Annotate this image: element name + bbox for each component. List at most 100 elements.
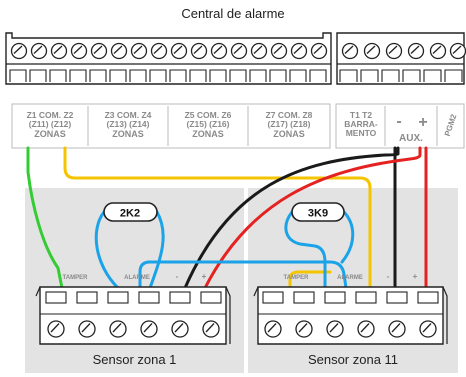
blue-resistor-1-right-lead: [148, 210, 165, 290]
aux-plus-label: +: [418, 114, 427, 131]
sensor-11-minus-label: -: [387, 272, 390, 281]
central-screw-terminal: [290, 42, 308, 60]
resistor-3k9: 3K9: [291, 202, 345, 222]
central-wire-socket: [109, 69, 127, 82]
central-wire-socket: [169, 69, 187, 82]
blue-resistor-2-left-lead: [284, 210, 327, 290]
zone-label-2-line3: ZONAS: [112, 129, 144, 139]
sensor-1-plus-label: +: [202, 272, 207, 281]
zone-label-3-line3: ZONAS: [192, 129, 224, 139]
sensor-screw-terminal: [264, 320, 282, 338]
sensor-screw-terminal: [202, 320, 220, 338]
central-screw-terminal: [30, 42, 48, 60]
central-screw-terminal: [50, 42, 68, 60]
sensor-screw-terminal: [47, 320, 65, 338]
central-wire-socket: [189, 69, 207, 82]
zone-label-4-line3: ZONAS: [273, 129, 305, 139]
central-wire-socket: [269, 69, 287, 82]
zone-label-1-line2: (Z11) (Z12): [29, 119, 72, 129]
central-screw-terminal: [449, 42, 466, 60]
zone-label-2-line1: Z3 COM. Z4: [105, 110, 152, 120]
sensor-zone-1-caption: Sensor zona 1: [92, 352, 177, 367]
zone-label-4-line1: Z7 COM. Z8: [266, 110, 313, 120]
sensor-11-tamper-label: TAMPER: [284, 275, 310, 281]
central-wire-socket: [309, 69, 327, 82]
aux-minus-label: -: [396, 113, 401, 130]
sensor-1-tamper-label: TAMPER: [63, 275, 89, 281]
sensor-wire-socket: [417, 291, 439, 304]
sensor-screw-terminal: [419, 320, 437, 338]
zone-label-1-line1: Z1 COM. Z2: [27, 110, 74, 120]
yellow-jumper-wire: [288, 270, 332, 290]
alarm-central-terminal-block: [5, 32, 466, 85]
central-screw-terminal: [210, 42, 228, 60]
sensor-wire-socket: [76, 291, 98, 304]
central-wire-socket: [89, 69, 107, 82]
central-screw-terminal: [130, 42, 148, 60]
sensor-wire-socket: [355, 291, 377, 304]
sensor-screw-terminal: [140, 320, 158, 338]
central-screw-terminal: [10, 42, 28, 60]
sensor-11-alarme-label: ALARME: [337, 275, 363, 281]
central-screw-terminal: [363, 42, 381, 60]
central-wire-socket: [249, 69, 267, 82]
central-screw-terminal: [429, 42, 447, 60]
sensor-wire-socket: [262, 291, 284, 304]
sensor-screw-terminal: [326, 320, 344, 338]
central-wire-socket: [149, 69, 167, 82]
sensor-wire-socket: [324, 291, 346, 304]
sensor-1-terminal-block: TAMPER ALARME - +: [35, 272, 231, 345]
central-wire-socket: [289, 69, 307, 82]
central-screw-terminal: [170, 42, 188, 60]
zone-label-3-line2: (Z15) (Z16): [187, 119, 230, 129]
wires: [26, 146, 428, 290]
resistor-3k9-label: 3K9: [308, 208, 328, 220]
central-screw-terminal: [90, 42, 108, 60]
blue-resistor-1-left-lead: [94, 210, 120, 290]
central-wire-socket: [129, 69, 147, 82]
sensor-screw-terminal: [78, 320, 96, 338]
central-screw-terminal: [150, 42, 168, 60]
sensor-wire-socket: [45, 291, 67, 304]
sensor-screw-terminal: [295, 320, 313, 338]
barramento-label-line1: T1 T2: [350, 110, 372, 120]
resistor-2k2-label: 2K2: [120, 208, 140, 220]
central-screw-terminal: [110, 42, 128, 60]
sensor-screw-terminal: [357, 320, 375, 338]
red-wire-sensor-1: [203, 146, 422, 290]
sensor-wire-socket: [138, 291, 160, 304]
sensor-screw-terminal: [109, 320, 127, 338]
sensor-11-terminal-block: TAMPER ALARME - +: [253, 272, 448, 345]
central-wire-socket: [423, 69, 442, 82]
zone-label-4-line2: (Z17) (Z18): [268, 119, 311, 129]
sensor-wire-socket: [107, 291, 129, 304]
central-screw-terminal: [341, 42, 359, 60]
zone-label-plate: Z1 COM. Z2 (Z11) (Z12) ZONAS Z3 COM. Z4 …: [11, 103, 465, 149]
central-wire-socket: [381, 69, 400, 82]
sensor-screw-terminal: [388, 320, 406, 338]
central-wire-socket: [444, 69, 463, 82]
central-screw-terminal: [70, 42, 88, 60]
central-screw-terminal: [310, 42, 328, 60]
diagram-title: Central de alarme: [181, 6, 285, 21]
central-wire-socket: [29, 69, 47, 82]
resistor-2k2: 2K2: [103, 202, 158, 222]
sensor-screw-terminal: [171, 320, 189, 338]
sensor-11-plus-label: +: [413, 272, 418, 281]
sensor-wire-socket: [200, 291, 222, 304]
central-screw-terminal: [250, 42, 268, 60]
central-screw-terminal: [230, 42, 248, 60]
sensor-zone-11-caption: Sensor zona 11: [307, 352, 399, 367]
sensor-1-minus-label: -: [176, 272, 179, 281]
central-wire-socket: [229, 69, 247, 82]
central-wire-socket: [49, 69, 67, 82]
blue-resistor-2-right-lead: [340, 210, 355, 264]
central-wire-socket: [360, 69, 379, 82]
sensor-1-alarme-label: ALARME: [124, 275, 150, 281]
green-wire: [26, 146, 64, 290]
sensor-wire-socket: [169, 291, 191, 304]
central-wire-socket: [402, 69, 421, 82]
zone-label-1-line3: ZONAS: [34, 129, 66, 139]
barramento-label-line3: MENTO: [346, 128, 377, 138]
